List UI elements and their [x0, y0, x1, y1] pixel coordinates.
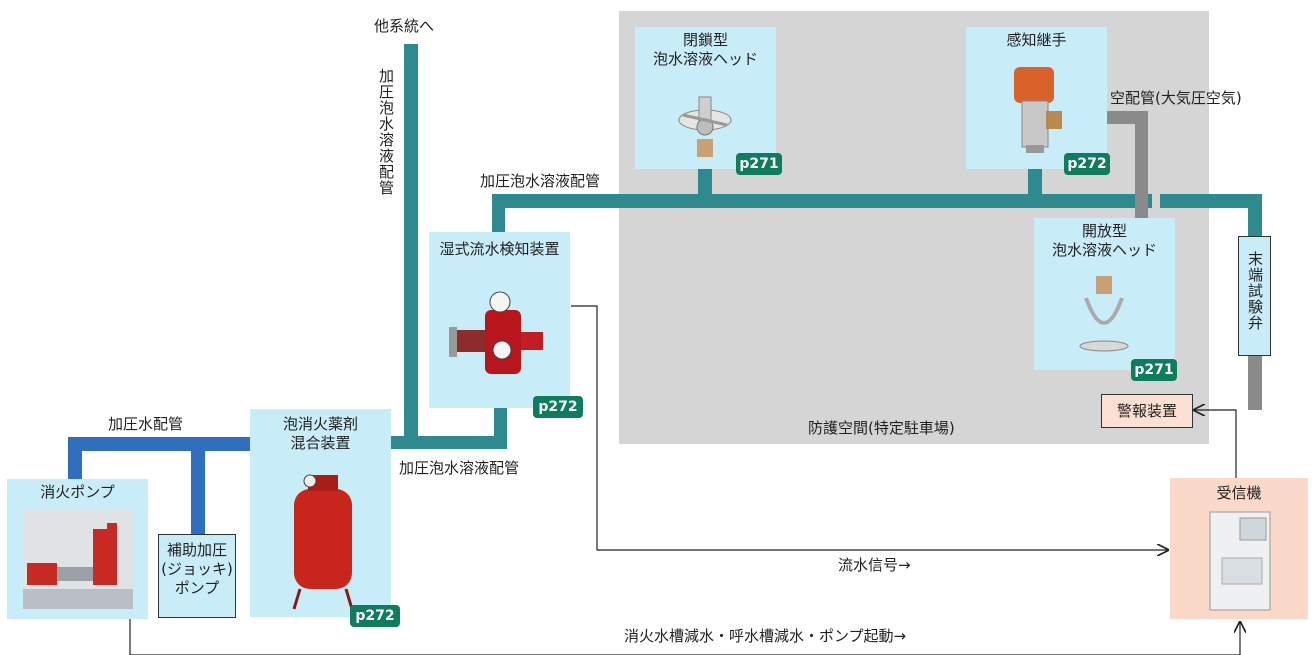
sensor-joint-page-badge: p272 [1064, 153, 1110, 175]
open-head-image [1079, 276, 1129, 352]
receiver-image [1209, 511, 1271, 611]
main-foam-pipe [492, 194, 1152, 208]
open-head-title1: 開放型 [1081, 222, 1127, 240]
open-head-title2: 泡水溶液ヘッド [1051, 241, 1157, 259]
sensor-joint-image [1014, 67, 1062, 153]
mixer-box: 泡消火薬剤 混合装置 [250, 409, 391, 617]
end-drain-pipe [1248, 356, 1262, 410]
pump-signal-line [129, 619, 1240, 655]
sensor-joint-branch [1028, 168, 1042, 198]
closed-head-image [678, 96, 732, 157]
mixer-to-riser-pipe [390, 436, 507, 449]
riser-pipe-label: 加圧泡水溶液配管 [377, 68, 395, 196]
wet-detector-page-badge: p272 [533, 396, 583, 418]
jockey-pump-line2: (ジョッキ) [161, 560, 233, 578]
alarm-device: 警報装置 [1101, 394, 1193, 428]
foam-pipe-upper-label: 加圧泡水溶液配管 [480, 172, 601, 190]
mixer-image [292, 474, 354, 610]
foam-pipe-lower-label: 加圧泡水溶液配管 [399, 459, 520, 477]
pump-signal-label: 消火水槽減水・呼水槽減水・ポンプ起動→ [624, 627, 907, 645]
water-pipe-jockey-drop [191, 437, 205, 535]
water-pipe-label: 加圧水配管 [108, 415, 184, 433]
air-pipe-label: 空配管(大気圧空気) [1110, 89, 1242, 107]
wet-detector-title: 湿式流水検知装置 [439, 240, 560, 258]
water-pipe-pump-drop [68, 437, 82, 481]
riser-pipe [404, 44, 418, 449]
mixer-title1: 泡消火薬剤 [282, 415, 358, 433]
closed-head-page-badge: p271 [736, 153, 782, 175]
sensor-joint-title: 感知継手 [1006, 31, 1067, 49]
flow-signal-line [571, 305, 1168, 550]
water-pipe-main [68, 437, 252, 451]
end-foam-pipe [1160, 194, 1262, 208]
mixer-page-badge: p272 [350, 605, 400, 627]
alarm-signal-line [1194, 410, 1237, 478]
sensor-joint-box: 感知継手 [966, 27, 1107, 169]
end-test-valve-label: 末端試験弁 [1246, 251, 1264, 331]
wet-detector-image [449, 291, 543, 374]
wet-detector-box: 湿式流水検知装置 [429, 232, 570, 408]
closed-head-box: 閉鎖型 泡水溶液ヘッド [635, 27, 776, 169]
air-pipe-vertical [1135, 111, 1148, 223]
jockey-pump-box: 補助加圧 (ジョッキ) ポンプ [158, 534, 236, 618]
alarm-device-label: 警報装置 [1116, 402, 1177, 420]
open-head-page-badge: p271 [1131, 359, 1177, 381]
to-other-system-label: 他系統へ [374, 17, 435, 35]
flow-signal-label: 流水信号→ [838, 556, 911, 574]
pump-image [23, 509, 133, 609]
end-test-valve-box: 末端試験弁 [1238, 236, 1271, 356]
open-head-box: 開放型 泡水溶液ヘッド [1034, 218, 1175, 370]
protected-zone-label: 防護空間(特定駐車場) [808, 419, 955, 437]
pump-title: 消火ポンプ [40, 483, 115, 501]
closed-head-title1: 閉鎖型 [682, 31, 728, 49]
closed-head-branch [698, 168, 712, 198]
jockey-pump-line1: 補助加圧 [166, 541, 227, 559]
jockey-pump-line3: ポンプ [174, 579, 220, 597]
receiver-box: 受信機 [1170, 478, 1308, 619]
end-drop-pipe [1248, 194, 1262, 236]
detector-lower-pipe [494, 405, 507, 449]
mixer-title2: 混合装置 [290, 434, 351, 452]
pump-box: 消火ポンプ [7, 479, 148, 619]
closed-head-title2: 泡水溶液ヘッド [652, 50, 758, 68]
receiver-title: 受信機 [1216, 484, 1262, 502]
